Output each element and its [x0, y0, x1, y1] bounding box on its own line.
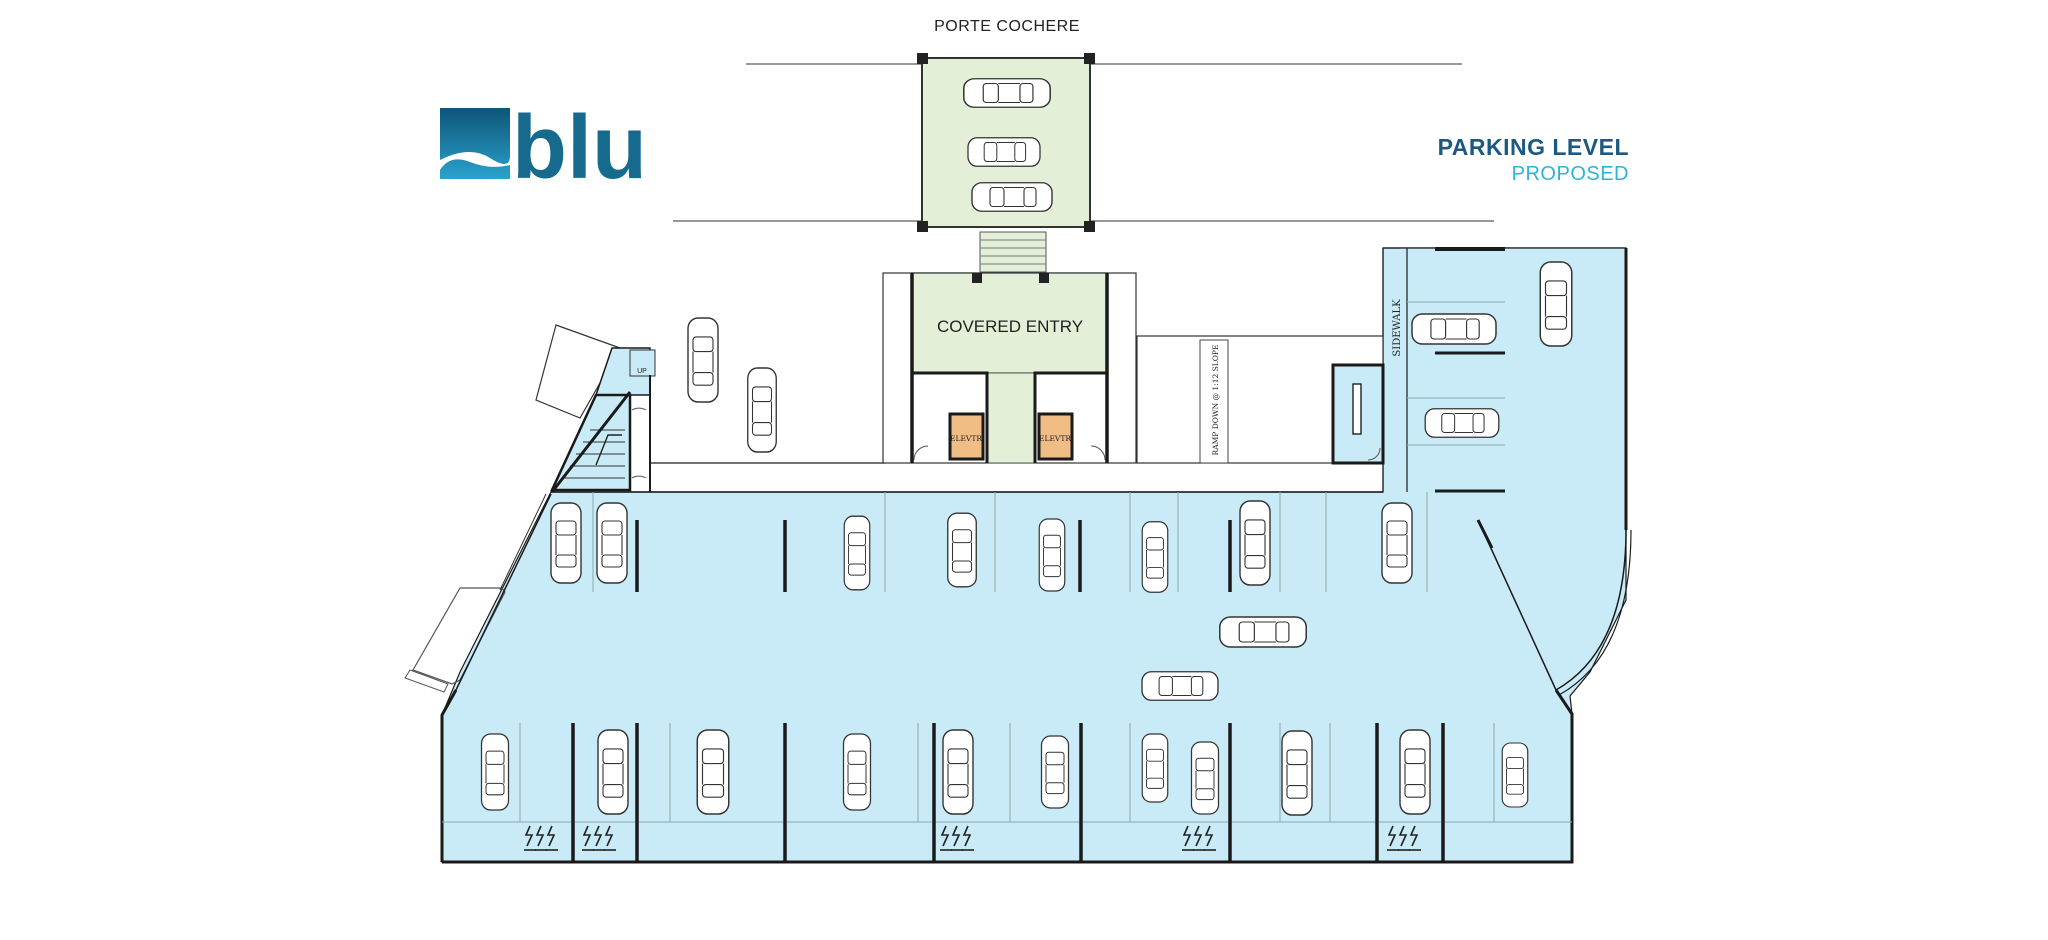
door-icon [913, 445, 929, 461]
left-stair-core: UP [404, 324, 656, 693]
car-icon [1141, 521, 1169, 593]
car-icon [596, 502, 628, 584]
car-icon [696, 729, 730, 815]
car-icon [597, 729, 629, 815]
car-icon [1424, 408, 1500, 438]
car-icon [550, 502, 582, 584]
car-icon [1219, 616, 1307, 648]
car-icon [1399, 729, 1431, 815]
car-icon [747, 367, 777, 453]
car-icon [1539, 261, 1573, 347]
porte-cochere-label: PORTE COCHERE [934, 18, 1080, 35]
car-icon [967, 137, 1041, 167]
car-icon [947, 512, 977, 588]
covered-entry-label: COVERED ENTRY [937, 317, 1083, 336]
car-icon [1281, 730, 1313, 816]
car-icon [687, 317, 719, 403]
blu-logo: blu [440, 98, 647, 198]
car-icon [971, 182, 1053, 212]
car-icon [1411, 313, 1497, 345]
car-icon [1501, 742, 1529, 808]
car-icon [1038, 518, 1066, 592]
car-icon [1141, 671, 1219, 701]
door-icon [1090, 445, 1106, 461]
ramp-label: RAMP DOWN @ 1:12 SLOPE [1211, 345, 1220, 456]
car-icon [1381, 502, 1413, 584]
covered-entry: ELEVTR ELEVTR COVERED ENTRY [882, 272, 1137, 464]
stair-up-label: UP [637, 368, 647, 375]
car-icon [963, 77, 1051, 109]
porte-cochere [673, 53, 1494, 273]
car-icon [1040, 735, 1070, 809]
page-title: PARKING LEVEL [1438, 134, 1629, 160]
ramp-and-stair: RAMP DOWN @ 1:12 SLOPE SIDEWALK [1136, 299, 1403, 465]
door-icon [1367, 447, 1381, 461]
elevator-2-label: ELEVTR [1039, 434, 1071, 443]
elevator-icon [948, 412, 985, 461]
page-subtitle: PROPOSED [1512, 163, 1629, 185]
stair-icon [595, 434, 622, 466]
car-icon [1190, 741, 1220, 815]
car-icon [1141, 733, 1169, 803]
car-icon [843, 515, 871, 591]
car-icon [942, 729, 974, 815]
surface-parking [649, 317, 885, 492]
car-icon [842, 733, 872, 811]
elevator-icon [1037, 412, 1074, 461]
parking-area [440, 247, 1632, 864]
car-icon [480, 733, 510, 811]
sidewalk-label: SIDEWALK [1392, 299, 1403, 357]
elevator-1-label: ELEVTR [950, 434, 982, 443]
car-icon [1239, 500, 1271, 586]
logo-text: blu [512, 98, 647, 198]
